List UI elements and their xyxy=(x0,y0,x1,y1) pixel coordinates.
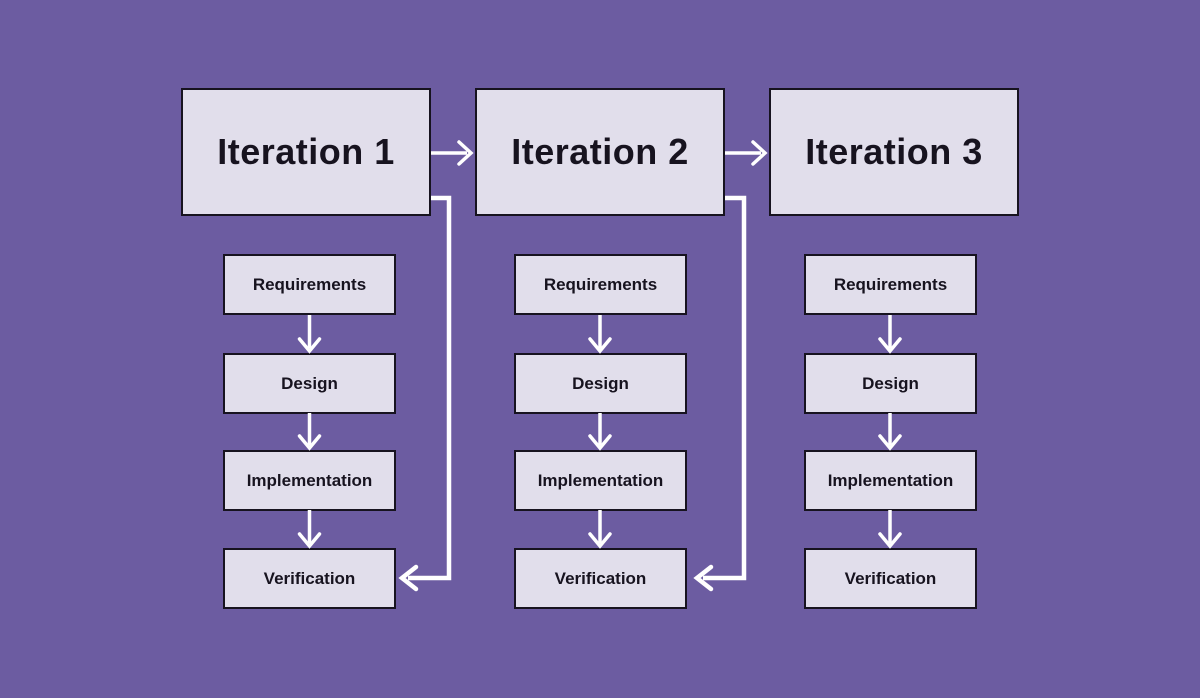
stage-label: Requirements xyxy=(543,274,658,294)
stage-label: Implementation xyxy=(827,470,954,490)
arrow-iteration2-to-iteration3-icon xyxy=(725,140,768,166)
stage-box-requirements-2: Requirements xyxy=(514,254,687,315)
arrow-implementation-to-verification-2-icon xyxy=(588,510,612,549)
arrow-requirements-to-design-3-icon xyxy=(878,315,902,354)
arrow-design-to-implementation-1-icon xyxy=(297,413,322,451)
arrow-design-to-implementation-3-icon xyxy=(878,413,902,451)
stage-label: Design xyxy=(572,373,629,393)
stage-label: Design xyxy=(862,373,919,393)
stage-box-requirements-1: Requirements xyxy=(223,254,396,315)
arrow-implementation-to-verification-3-icon xyxy=(878,510,902,549)
arrow-design-to-implementation-2-icon xyxy=(588,413,612,451)
feedback-loop-iteration2-to-verification2-icon xyxy=(693,195,747,592)
stage-label: Verification xyxy=(263,568,356,588)
stage-label: Verification xyxy=(554,568,647,588)
stage-box-verification-3: Verification xyxy=(804,548,977,609)
iteration-3-title: Iteration 3 xyxy=(805,131,983,172)
stage-label: Requirements xyxy=(252,274,367,294)
stage-label: Implementation xyxy=(537,470,664,490)
stage-label: Design xyxy=(281,373,338,393)
stage-box-design-1: Design xyxy=(223,353,396,414)
stage-box-requirements-3: Requirements xyxy=(804,254,977,315)
arrow-requirements-to-design-2-icon xyxy=(588,315,612,354)
stage-box-implementation-2: Implementation xyxy=(514,450,687,511)
arrow-requirements-to-design-1-icon xyxy=(297,315,322,354)
iteration-1-box: Iteration 1 xyxy=(181,88,431,216)
stage-box-implementation-1: Implementation xyxy=(223,450,396,511)
arrow-iteration1-to-iteration2-icon xyxy=(431,140,474,166)
stage-label: Requirements xyxy=(833,274,948,294)
stage-box-design-2: Design xyxy=(514,353,687,414)
arrow-implementation-to-verification-1-icon xyxy=(297,510,322,549)
iteration-2-box: Iteration 2 xyxy=(475,88,725,216)
stage-box-verification-1: Verification xyxy=(223,548,396,609)
stage-box-verification-2: Verification xyxy=(514,548,687,609)
iteration-1-title: Iteration 1 xyxy=(217,131,395,172)
iteration-3-box: Iteration 3 xyxy=(769,88,1019,216)
stage-box-implementation-3: Implementation xyxy=(804,450,977,511)
stage-label: Verification xyxy=(844,568,937,588)
iteration-2-title: Iteration 2 xyxy=(511,131,689,172)
stage-label: Implementation xyxy=(246,470,373,490)
feedback-loop-iteration1-to-verification1-icon xyxy=(398,195,452,592)
stage-box-design-3: Design xyxy=(804,353,977,414)
